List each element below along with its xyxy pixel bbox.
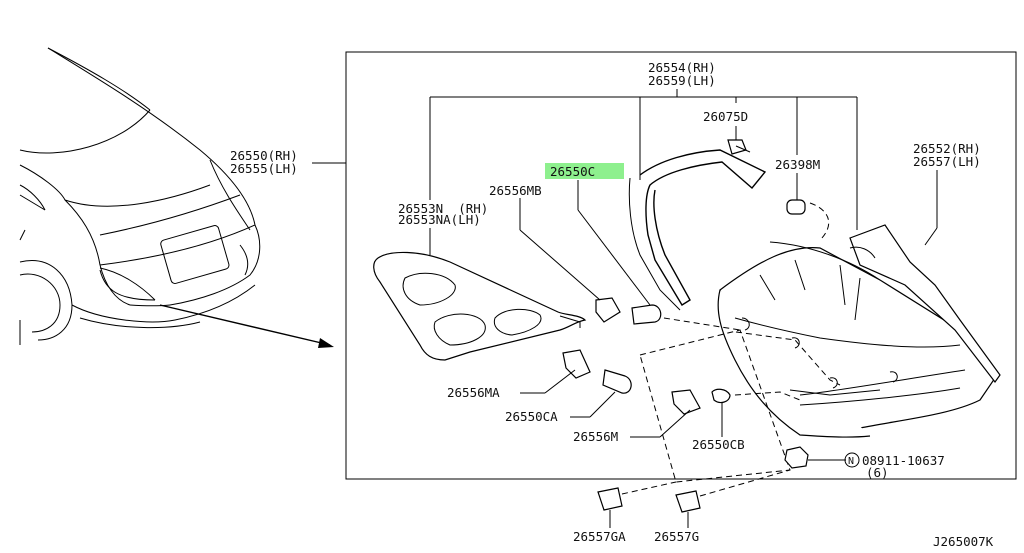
label-nut-part: 08911-10637 [862, 453, 945, 468]
nut [784, 446, 860, 469]
grommet [786, 199, 830, 241]
clip-ga [597, 481, 677, 528]
label-lens-rh: 26554(RH) [648, 60, 716, 75]
diagram-code: J265007K [933, 534, 994, 549]
label-screw: 26075D [703, 109, 748, 124]
car-illustration [19, 47, 334, 348]
label-bulb-ca: 26550CA [505, 409, 558, 424]
label-clip-g: 26557G [654, 529, 699, 544]
label-housing-lh: 26555(LH) [230, 161, 298, 176]
label-socket-mb: 26556MB [489, 183, 542, 198]
nut-code-icon [844, 452, 860, 468]
highlight-marker [545, 163, 624, 179]
label-finisher-lh: 26553NA(LH) [398, 212, 481, 227]
socket-ma [520, 349, 591, 394]
label-housing-rh: 26550(RH) [230, 148, 298, 163]
label-nut-code: N [848, 456, 854, 467]
label-lens-lh: 26559(LH) [648, 73, 716, 88]
bulb-c [577, 180, 750, 331]
label-socket-ma: 26556MA [447, 385, 500, 400]
lamp-body [717, 224, 1001, 438]
label-grommet: 26398M [775, 157, 820, 172]
label-finisher-rh: 26553N (RH) [398, 201, 488, 216]
socket-mb [519, 198, 621, 323]
label-nut-qty: (6) [866, 465, 889, 480]
socket-m [630, 389, 701, 438]
gasket [628, 149, 767, 311]
label-lamp-body-lh: 26557(LH) [913, 154, 981, 169]
label-bulb-cb: 26550CB [692, 437, 745, 452]
finisher-panel [373, 251, 587, 361]
bulb-ca [570, 369, 632, 418]
bulb-cb [711, 388, 801, 437]
assembly-frame [345, 51, 1017, 480]
label-socket-m: 26556M [573, 429, 618, 444]
label-gasket: 26550C [550, 164, 595, 179]
label-lamp-body-rh: 26552(RH) [913, 141, 981, 156]
screw [727, 139, 751, 155]
clip-g [675, 469, 791, 528]
label-clip-ga: 26557GA [573, 529, 626, 544]
